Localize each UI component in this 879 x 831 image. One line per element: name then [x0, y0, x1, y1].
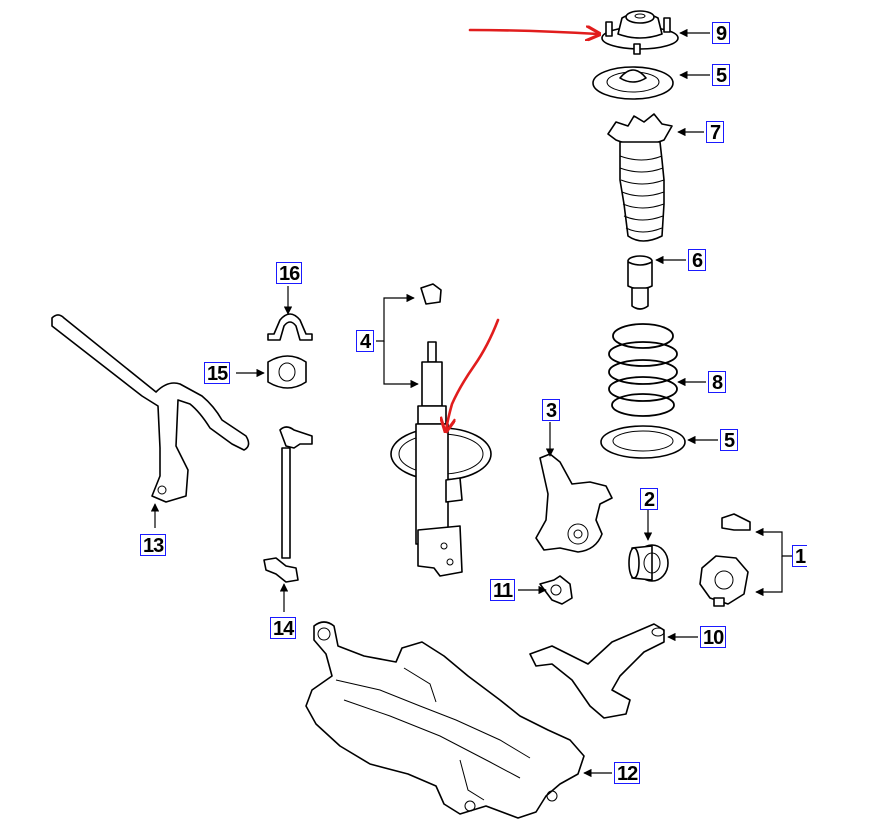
callout-13: 13 — [140, 534, 167, 557]
callout-1: 1 — [792, 545, 808, 568]
upper-insulator-part — [592, 66, 674, 100]
dust-boot-part — [607, 113, 673, 242]
stabilizer-bracket-part — [267, 313, 313, 341]
strut-mount-part — [601, 10, 679, 55]
callout-16: 16 — [276, 262, 303, 285]
callout-9: 9 — [712, 22, 730, 45]
callout-5-upper: 5 — [712, 64, 730, 87]
ball-joint-part — [539, 575, 573, 605]
coil-spring-part — [608, 323, 678, 417]
steering-knuckle-part — [535, 453, 613, 553]
leader-lines — [150, 28, 792, 778]
stabilizer-link-part — [263, 426, 313, 583]
callout-7: 7 — [706, 121, 724, 144]
bump-stop-part — [627, 255, 653, 310]
callout-3: 3 — [542, 399, 560, 422]
lower-control-arm-part — [529, 623, 665, 719]
callout-2: 2 — [640, 488, 658, 511]
callout-5-lower: 5 — [720, 429, 738, 452]
crossmember-part — [305, 621, 585, 819]
hub-part — [699, 513, 751, 607]
callout-15: 15 — [204, 362, 231, 385]
callout-10: 10 — [700, 626, 727, 649]
callout-4: 4 — [356, 330, 374, 353]
lower-insulator-part — [600, 425, 686, 459]
stabilizer-bushing-part — [267, 355, 307, 389]
strut-assembly-part — [390, 283, 492, 577]
callout-8: 8 — [708, 371, 726, 394]
callout-14: 14 — [270, 617, 297, 640]
callout-6: 6 — [688, 249, 706, 272]
stabilizer-bar-part — [51, 314, 250, 503]
callout-12: 12 — [614, 762, 641, 785]
callout-11: 11 — [490, 579, 516, 602]
wheel-bearing-part — [628, 544, 669, 582]
red-annotation-arrows — [446, 30, 598, 430]
